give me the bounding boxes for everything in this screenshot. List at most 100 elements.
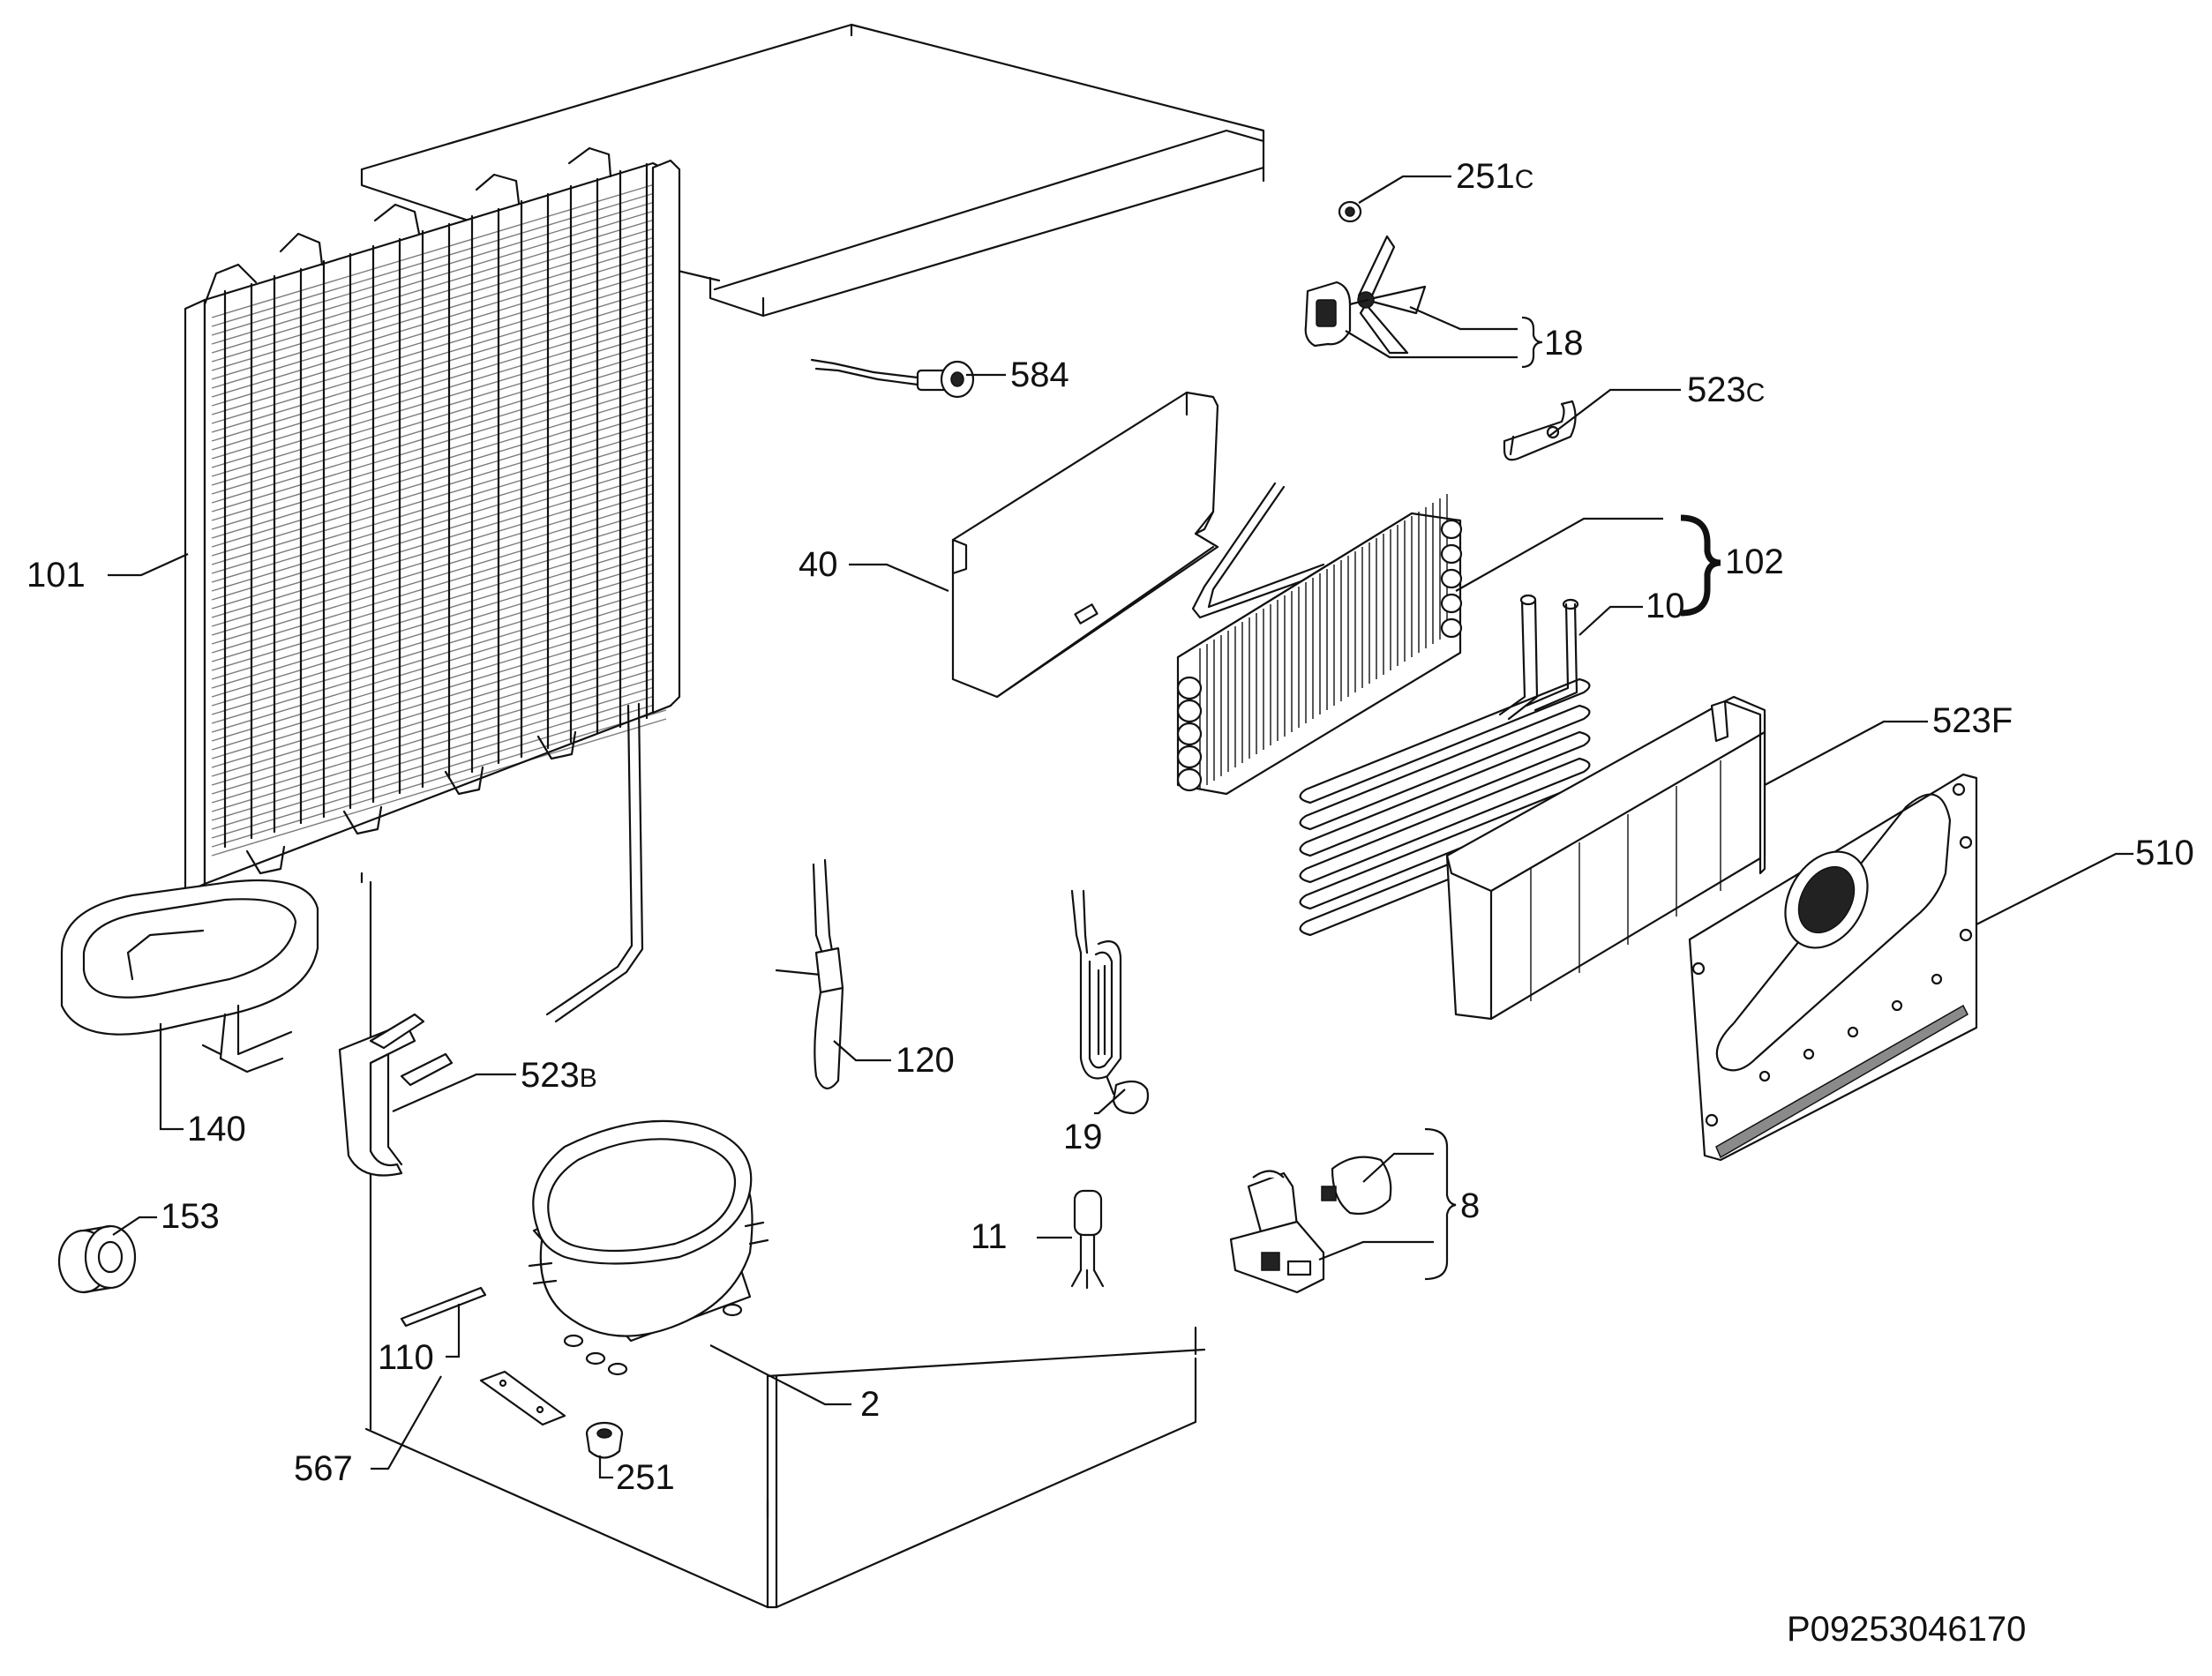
label-102: 102 xyxy=(1725,542,1784,581)
condenser-fin xyxy=(211,409,667,548)
condenser-fin xyxy=(211,542,667,680)
condenser-fin xyxy=(211,339,667,477)
condenser-fin xyxy=(211,550,667,689)
condenser-fin xyxy=(211,718,667,857)
bushing-153 xyxy=(57,1224,137,1294)
condenser-fin xyxy=(211,709,667,848)
condenser-fin xyxy=(211,630,667,768)
label-120: 120 xyxy=(896,1041,955,1080)
label-8: 8 xyxy=(1460,1186,1480,1225)
leader-lines xyxy=(108,175,2133,1479)
cover-40 xyxy=(951,391,1219,699)
condenser-fin xyxy=(211,259,667,398)
evaporator-return-bend xyxy=(1176,676,1203,700)
evaporator-return-bend xyxy=(1440,593,1463,614)
label-40: 40 xyxy=(799,545,838,584)
condenser-fin xyxy=(211,568,667,707)
condenser-fin xyxy=(211,533,667,671)
condenser-fin xyxy=(211,198,667,336)
condenser-fin xyxy=(211,321,667,460)
drip-tray-140 xyxy=(60,879,319,1074)
evaporator-return-bend xyxy=(1440,519,1463,540)
condenser-fin xyxy=(211,612,667,751)
condenser-fin xyxy=(211,498,667,636)
label-584: 584 xyxy=(1010,355,1069,394)
label-153: 153 xyxy=(161,1197,220,1236)
condenser-fin xyxy=(211,656,667,795)
condenser-fin xyxy=(211,445,667,583)
condenser-fin xyxy=(211,268,667,407)
relay-assembly-8 xyxy=(1229,1156,1392,1294)
evaporator-return-bend xyxy=(1176,699,1203,723)
label-2: 2 xyxy=(860,1385,880,1424)
condenser-fin xyxy=(211,595,667,733)
condenser-fin xyxy=(211,480,667,618)
callout-labels: 251C 18 584 523C 101 40 102 10 523F 510 … xyxy=(26,157,2194,1649)
condenser-fin xyxy=(211,383,667,521)
evaporator-return-bend xyxy=(1176,767,1203,792)
label-18: 18 xyxy=(1544,324,1584,363)
condenser-fin xyxy=(211,453,667,592)
sensor-584 xyxy=(810,358,975,399)
evaporator-return-bend xyxy=(1440,543,1463,565)
condenser-fin xyxy=(211,303,667,442)
condenser-fin xyxy=(211,683,667,821)
condenser-fin xyxy=(211,647,667,786)
condenser-fin xyxy=(211,462,667,601)
condenser-fin xyxy=(211,603,667,742)
sensor-120 xyxy=(775,858,844,1089)
clip-523b xyxy=(338,1013,454,1177)
label-140: 140 xyxy=(187,1110,246,1149)
label-101: 101 xyxy=(26,556,86,595)
condenser-fin xyxy=(211,674,667,812)
condenser-fin xyxy=(211,506,667,645)
heater-element-19 xyxy=(1070,889,1150,1115)
condenser-fin xyxy=(211,436,667,574)
condenser-fin xyxy=(211,665,667,804)
condenser-fin xyxy=(211,215,667,354)
condenser-fin xyxy=(211,224,667,363)
condenser-fin xyxy=(211,374,667,513)
condenser-fin xyxy=(211,400,667,539)
label-510: 510 xyxy=(2135,834,2194,872)
condenser-fin xyxy=(211,586,667,724)
condenser-fin xyxy=(211,471,667,610)
label-523b: 523B xyxy=(521,1056,597,1095)
label-523f: 523F xyxy=(1932,701,2013,740)
label-10: 10 xyxy=(1646,587,1685,625)
diagram-code: P09253046170 xyxy=(1787,1610,2026,1649)
heater-loop xyxy=(1299,730,1591,857)
condenser-fin xyxy=(211,489,667,627)
label-567: 567 xyxy=(294,1449,353,1488)
condenser-fin xyxy=(211,515,667,654)
condenser-fin xyxy=(211,348,667,486)
heater-loop xyxy=(1299,704,1591,831)
condenser-fin xyxy=(211,621,667,759)
condenser-fin xyxy=(211,251,667,389)
evaporator-return-bend xyxy=(1176,722,1203,746)
evaporator-return-bend xyxy=(1440,617,1463,639)
condenser-fin xyxy=(211,356,667,495)
condenser-fin xyxy=(211,392,667,530)
heater-loop xyxy=(1299,757,1591,884)
plate-567 xyxy=(479,1370,566,1426)
evaporator-102 xyxy=(1176,482,1463,796)
condenser-fin xyxy=(211,524,667,662)
condenser-fin xyxy=(211,577,667,715)
bracket-523c xyxy=(1503,400,1577,461)
heater-loop xyxy=(1299,677,1591,804)
label-251c: 251C xyxy=(1456,157,1533,196)
condenser-fin xyxy=(211,233,667,371)
fan-cover-510 xyxy=(1688,773,1978,1162)
condenser-fin xyxy=(211,180,667,318)
label-110: 110 xyxy=(378,1338,434,1377)
label-523c: 523C xyxy=(1687,370,1765,409)
condenser-fin xyxy=(211,295,667,433)
drain-valve-11 xyxy=(1070,1189,1105,1290)
condenser-fin xyxy=(211,692,667,830)
duct-panel-523f xyxy=(1445,695,1766,1021)
condenser-fin xyxy=(211,286,667,424)
evaporator-return-bend xyxy=(1440,568,1463,589)
label-251: 251 xyxy=(616,1458,675,1497)
pin-110 xyxy=(400,1286,487,1328)
